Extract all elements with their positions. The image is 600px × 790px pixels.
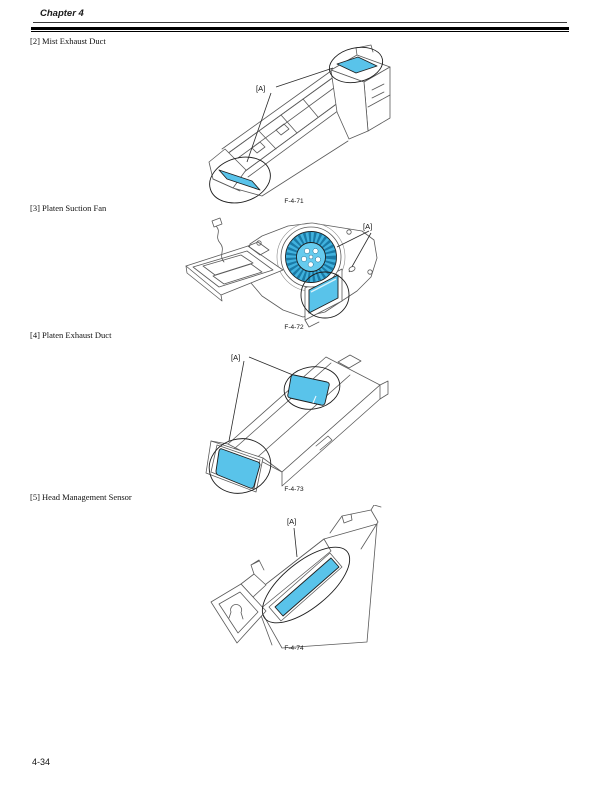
- leader-lines: [228, 356, 294, 442]
- highlight-mist-outlet-bottom: [218, 169, 261, 191]
- callout-ellipses: [209, 46, 384, 204]
- highlight-mist-outlet-top: [336, 56, 378, 74]
- figure-head-management-sensor: [A]: [210, 505, 382, 649]
- highlight-platen-duct-front: [215, 448, 261, 489]
- sensor-line-art: [210, 505, 382, 649]
- section-heading-head-mgmt-sensor: [5] Head Management Sensor: [30, 492, 132, 502]
- leader-lines: [336, 230, 372, 273]
- highlight-fan-outlet: [308, 274, 339, 314]
- leader-line: [293, 527, 298, 558]
- header-rule-lower: [31, 30, 569, 32]
- figure-caption: F-4-72: [284, 324, 304, 331]
- section-heading-platen-suction-fan: [3] Platen Suction Fan: [30, 203, 107, 213]
- highlight-edge-sheen: [310, 278, 337, 293]
- header-rule-upper: [33, 22, 567, 23]
- chapter-header: Chapter 4: [40, 8, 84, 19]
- callout-ellipse: [300, 271, 350, 319]
- highlight-platen-duct-top: [287, 374, 330, 406]
- figure-caption: F-4-71: [284, 198, 304, 205]
- callout-label-a: [A]: [363, 222, 372, 231]
- leader-lines: [246, 67, 334, 163]
- callout-label-a: [A]: [287, 517, 296, 526]
- figure-mist-exhaust-duct: [A]: [208, 44, 391, 204]
- figure-caption: F-4-73: [284, 486, 304, 493]
- figure-platen-suction-fan: [A]: [185, 217, 378, 328]
- fan-blades: [285, 231, 337, 283]
- header-rule-thick: [31, 27, 569, 30]
- callout-label-a: [A]: [231, 353, 240, 362]
- callout-ellipses: [208, 366, 341, 494]
- fan-hub-holes: [301, 248, 321, 268]
- highlight-sensor-window: [274, 557, 340, 617]
- figure-platen-exhaust-duct: [A]: [205, 353, 389, 494]
- callout-label-a: [A]: [256, 84, 265, 93]
- section-heading-mist-exhaust-duct: [2] Mist Exhaust Duct: [30, 36, 106, 46]
- section-heading-platen-exhaust-duct: [4] Platen Exhaust Duct: [30, 330, 112, 340]
- highlight-notch: [312, 395, 317, 404]
- fan-housing-line-art: [185, 217, 378, 328]
- figure-caption: F-4-74: [284, 645, 304, 652]
- page-number: 4-34: [32, 757, 51, 767]
- callout-ellipse: [261, 546, 351, 624]
